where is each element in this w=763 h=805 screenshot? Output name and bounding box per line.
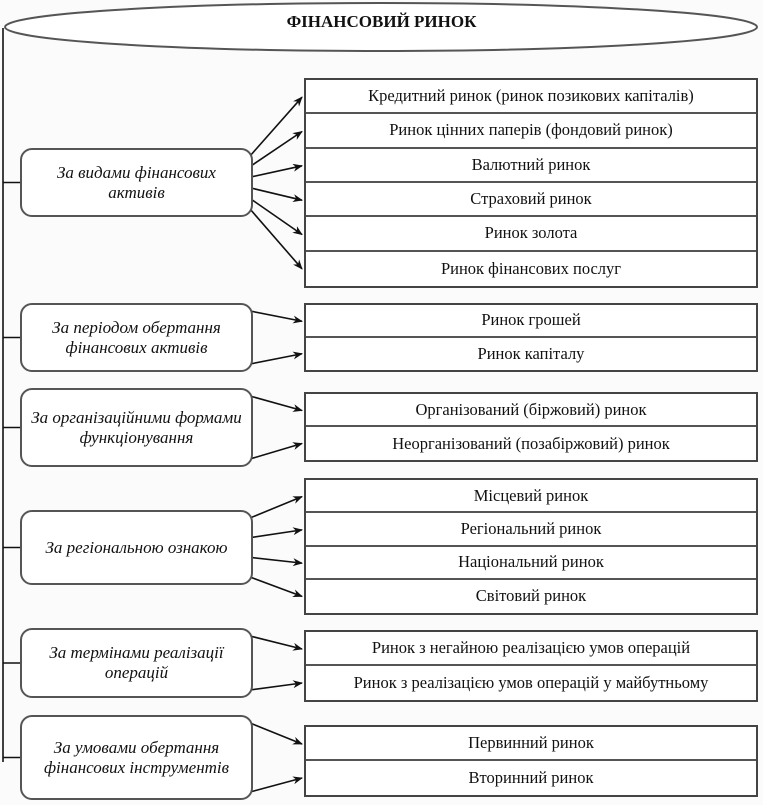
arrow (249, 395, 303, 412)
arrow (249, 556, 303, 567)
market-type-item: Організований (біржовий) ринок (306, 394, 756, 427)
market-type-item: Національний ринок (306, 547, 756, 580)
arrow (249, 442, 303, 460)
arrow (249, 527, 303, 539)
market-type-item: Страховий ринок (306, 183, 756, 218)
market-type-item: Первинний ринок (306, 727, 756, 761)
arrow (249, 635, 303, 651)
diagram-title: ФІНАНСОВИЙ РИНОК (286, 12, 477, 31)
market-type-item: Місцевий ринок (306, 480, 756, 514)
category-box: За періодом обертання фінансових активів (20, 303, 253, 372)
category-box: За видами фінансових активів (20, 148, 253, 217)
arrow (249, 351, 303, 365)
category-box: За організаційними формами функціонуванн… (20, 388, 253, 467)
market-types-box: Ринок з негайною реалізацією умов операц… (304, 630, 758, 702)
title-ellipse (4, 2, 758, 52)
category-box: За термінами реалізації операцій (20, 628, 253, 698)
arrow (249, 130, 303, 168)
market-type-item: Ринок капіталу (477, 343, 585, 363)
arrow (249, 208, 303, 270)
market-type-item: Ринок фінансових послуг (440, 258, 622, 278)
category-box: За регіональною ознакою (20, 510, 253, 585)
market-type-item: Неорганізований (позабіржовий) ринок (392, 433, 670, 453)
arrow (249, 163, 303, 178)
arrow (249, 187, 303, 202)
arrow (249, 776, 303, 793)
market-type-item: Кредитний ринок (ринок позикових капітал… (306, 80, 756, 115)
category-box: За умовами обертання фінансових інструме… (20, 715, 253, 800)
market-type-item: Ринок золота (306, 217, 756, 252)
arrow (249, 310, 303, 324)
market-type-item: Ринок грошей (306, 305, 756, 338)
arrow (249, 680, 303, 691)
market-type-item: Ринок з реалізацією умов операцій у майб… (353, 673, 709, 692)
market-types-box: Кредитний ринок (ринок позикових капітал… (304, 78, 758, 288)
market-type-item: Регіональний ринок (306, 513, 756, 547)
arrow (249, 495, 303, 519)
arrow (249, 197, 303, 236)
market-type-item: Вторинний ринок (468, 768, 594, 787)
arrow (249, 722, 303, 745)
market-type-item: Світовий ринок (475, 586, 587, 606)
arrow (249, 576, 303, 598)
arrow (249, 96, 303, 157)
market-type-item: Ринок з негайною реалізацією умов операц… (306, 632, 756, 666)
market-type-item: Валютний ринок (306, 149, 756, 183)
market-type-item: Ринок цінних паперів (фондовий ринок) (306, 114, 756, 149)
